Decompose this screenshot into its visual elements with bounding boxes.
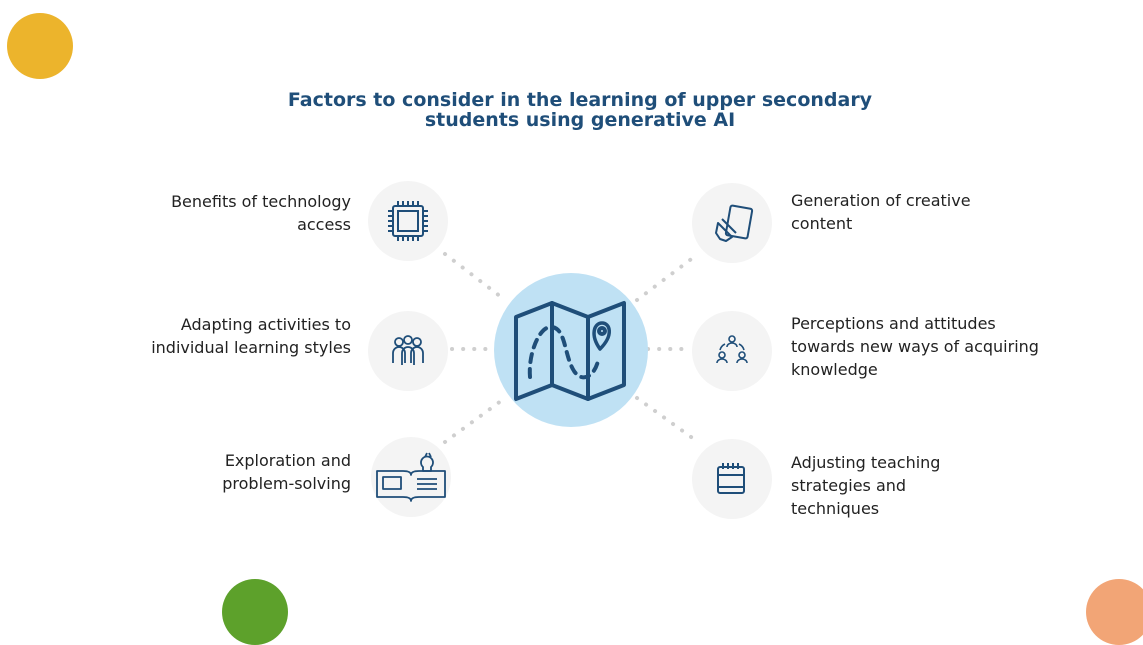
factor-node-1 bbox=[368, 181, 448, 261]
factor-label-1: Benefits of technology access bbox=[110, 190, 351, 236]
decorative-yellow-dot bbox=[7, 13, 73, 79]
pencil-paper-icon bbox=[715, 204, 754, 242]
factor-node-5 bbox=[692, 311, 772, 391]
factor-label-5: Perceptions and attitudes towards new wa… bbox=[791, 312, 1091, 381]
factor-6-line-2: strategies and bbox=[791, 476, 907, 495]
factor-5-line-2: towards new ways of acquiring bbox=[791, 337, 1039, 356]
factor-label-4: Generation of creative content bbox=[791, 189, 1071, 235]
connector-top-left bbox=[443, 252, 507, 302]
center-map-circle bbox=[494, 273, 648, 427]
calendar-icon bbox=[717, 463, 745, 494]
chip-icon bbox=[388, 201, 428, 241]
factor-6-line-1: Adjusting teaching bbox=[791, 453, 941, 472]
factor-3-line-1: Exploration and bbox=[224, 451, 351, 470]
decorative-green-dot bbox=[222, 579, 288, 645]
title-line-1: Factors to consider in the learning of u… bbox=[287, 89, 873, 111]
book-lightbulb-icon bbox=[376, 452, 446, 502]
decorative-orange-dot bbox=[1086, 579, 1143, 645]
factor-1-line-1: Benefits of technology bbox=[171, 192, 351, 211]
factor-3-line-2: problem-solving bbox=[222, 474, 351, 493]
factor-4-line-1: Generation of creative bbox=[791, 191, 971, 210]
connector-bottom-right bbox=[635, 396, 700, 444]
title-line-2: students using generative AI bbox=[424, 109, 736, 131]
factor-node-6 bbox=[692, 439, 772, 519]
map-route-icon bbox=[514, 301, 626, 401]
factor-label-2: Adapting activities to individual learni… bbox=[60, 313, 351, 359]
diagram-title: Factors to consider in the learning of u… bbox=[200, 90, 960, 130]
factor-node-4 bbox=[692, 183, 772, 263]
factor-2-line-2: individual learning styles bbox=[151, 338, 351, 357]
factor-6-line-3: techniques bbox=[791, 499, 880, 518]
factor-4-line-2: content bbox=[791, 214, 853, 233]
factor-5-line-3: knowledge bbox=[791, 360, 878, 379]
people-cycle-icon bbox=[716, 335, 748, 364]
factor-label-3: Exploration and problem-solving bbox=[110, 449, 351, 495]
factor-5-line-1: Perceptions and attitudes bbox=[791, 314, 996, 333]
factor-node-2 bbox=[368, 311, 448, 391]
factor-label-6: Adjusting teaching strategies and techni… bbox=[791, 451, 1071, 520]
connector-top-right bbox=[635, 252, 700, 302]
connector-bottom-left bbox=[443, 396, 507, 444]
factor-node-3 bbox=[371, 437, 451, 517]
factor-1-line-2: access bbox=[297, 215, 351, 234]
factor-2-line-1: Adapting activities to bbox=[180, 315, 351, 334]
people-group-icon bbox=[392, 335, 424, 365]
